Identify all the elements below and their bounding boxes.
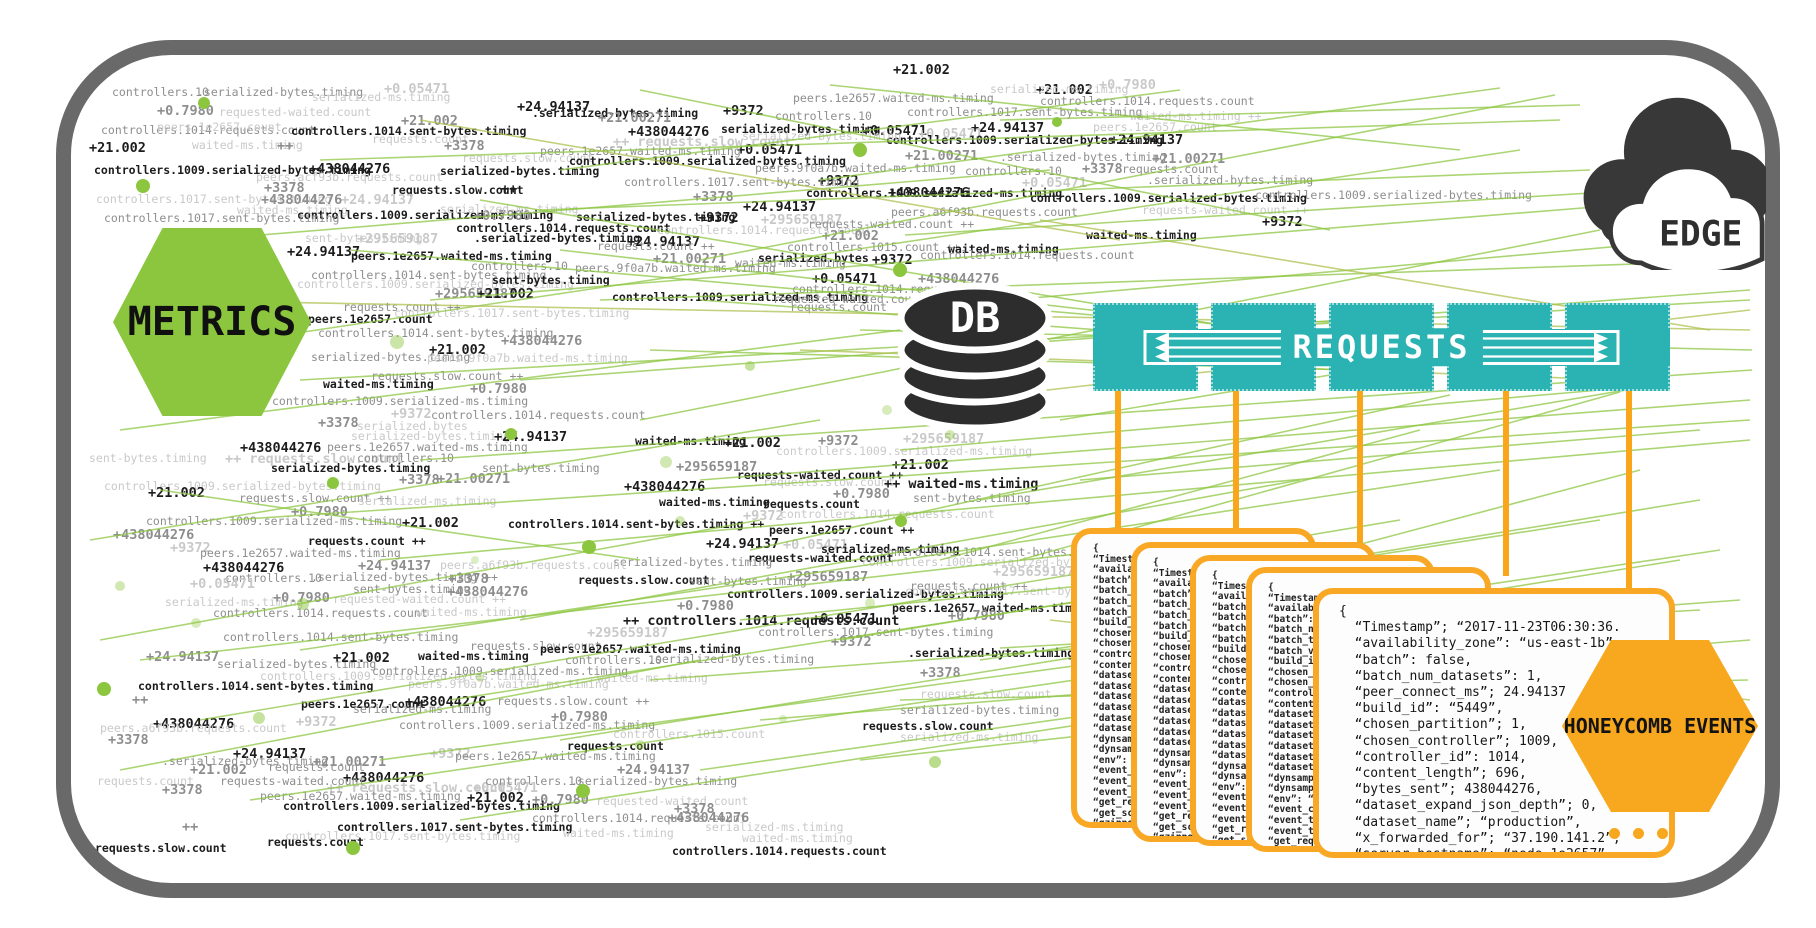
db-label: DB — [950, 293, 1001, 342]
requests-bar: REQUESTS — [1093, 303, 1670, 391]
metrics-hexagon: METRICS — [113, 228, 311, 416]
edge-label: EDGE — [1659, 215, 1742, 255]
edge-cloud-icon: EDGE — [1574, 82, 1773, 277]
metrics-label: METRICS — [127, 299, 297, 345]
requests-strip: REQUESTS — [1093, 327, 1670, 366]
requests-label: REQUESTS — [1280, 327, 1483, 366]
honeycomb-events-label: HONEYCOMB EVENTS — [1563, 714, 1757, 738]
db-cylinder-icon: DB — [894, 278, 1056, 436]
diagram-frame — [56, 40, 1780, 898]
